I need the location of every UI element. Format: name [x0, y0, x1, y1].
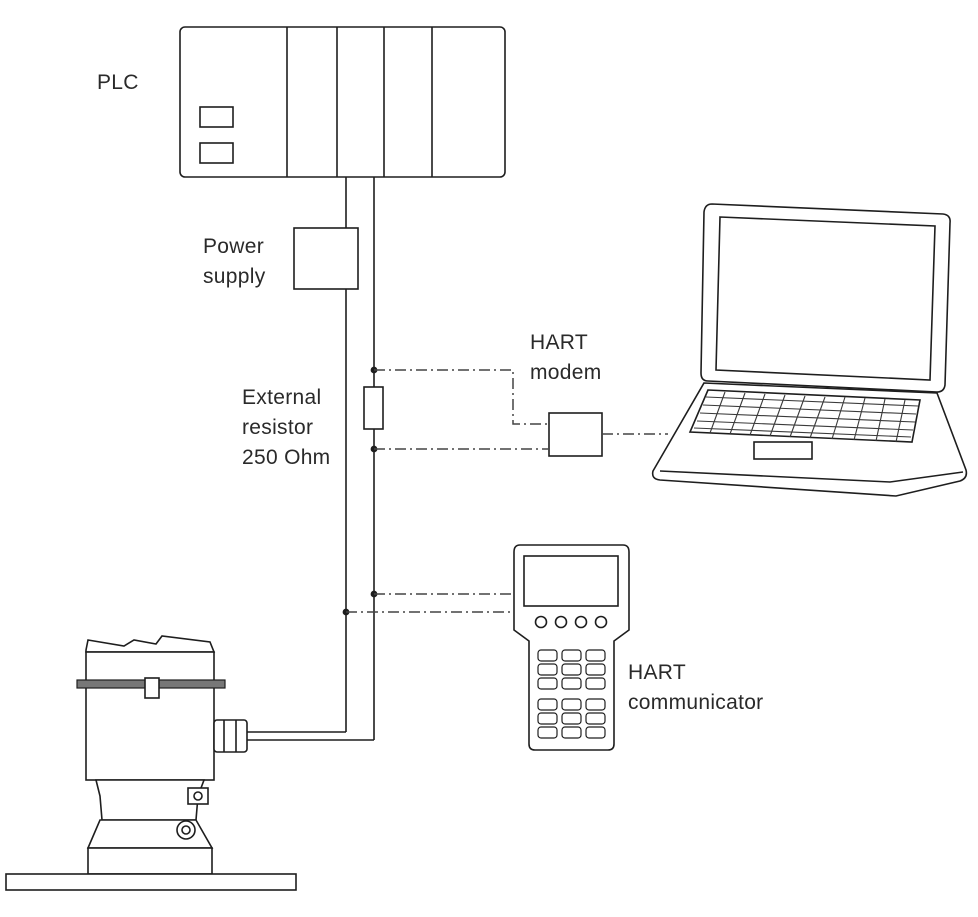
hart-modem-label-line-2: modem — [530, 361, 602, 384]
laptop-touchpad — [753, 441, 813, 460]
communicator-button — [594, 615, 608, 629]
communicator-button — [574, 615, 588, 629]
plc-label: PLC — [97, 71, 139, 94]
power-supply-box — [293, 227, 359, 290]
communicator-button — [534, 615, 548, 629]
external-resistor-label-line-3: 250 Ohm — [242, 446, 331, 469]
transmitter-clip — [144, 677, 160, 699]
communicator-keypad-lower — [537, 698, 606, 739]
power-supply-label-line-2: supply — [203, 265, 266, 288]
transmitter-flange — [5, 873, 297, 891]
communicator-button — [554, 615, 568, 629]
hart-connections — [346, 369, 668, 613]
power-supply-label: Power supply — [203, 232, 266, 292]
external-resistor-label: External resistor 250 Ohm — [242, 383, 330, 473]
plug-icon — [176, 820, 196, 840]
ground-terminal — [187, 787, 209, 805]
external-resistor — [363, 386, 384, 430]
plc-rack — [179, 26, 506, 178]
laptop — [651, 203, 968, 497]
hart-communicator-label-line-1: HART — [628, 661, 686, 684]
cable-gland — [213, 719, 248, 753]
hart-communicator-label-line-2: communicator — [628, 691, 764, 714]
hart-modem-label-line-1: HART — [530, 331, 588, 354]
plc-indicator-1 — [199, 106, 234, 128]
power-supply-label-line-1: Power — [203, 235, 265, 258]
field-transmitter — [5, 635, 297, 891]
hart-modem-label: HART modem — [530, 328, 602, 388]
external-resistor-label-line-1: External — [242, 386, 322, 409]
plc-indicator-2 — [199, 142, 234, 164]
hart-modem-box — [548, 412, 603, 457]
communicator-screen — [523, 555, 619, 607]
external-resistor-label-line-2: resistor — [242, 416, 314, 439]
laptop-keyboard — [693, 391, 919, 443]
hart-communicator-label: HART communicator — [628, 658, 763, 718]
hart-communicator — [513, 544, 630, 751]
communicator-keypad-upper — [537, 649, 606, 690]
